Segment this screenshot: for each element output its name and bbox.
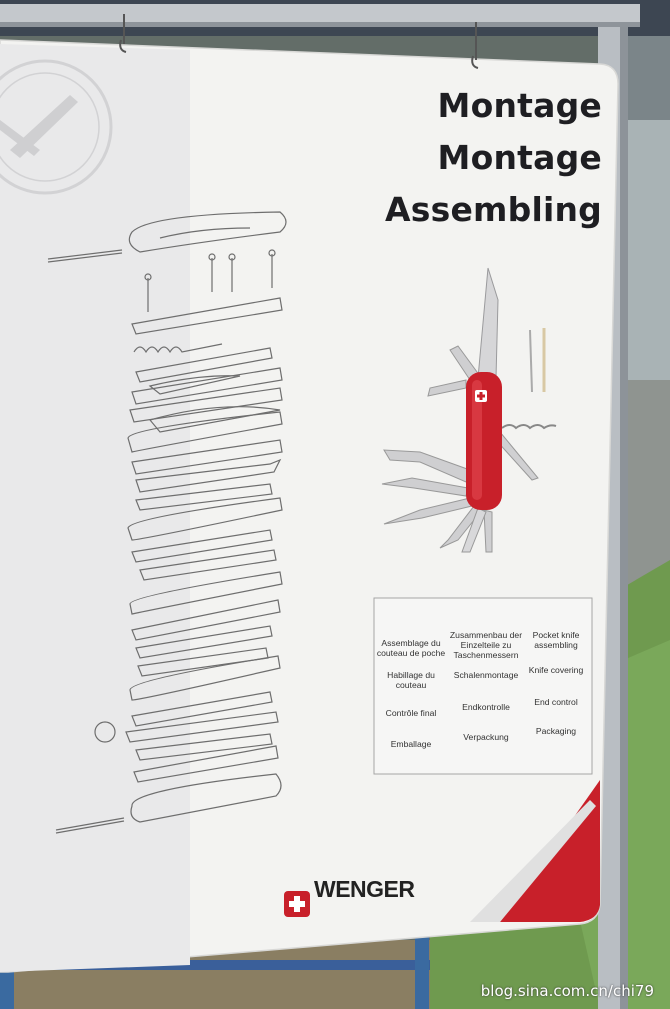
- title-line-en: Assembling: [385, 190, 602, 229]
- table-cell-r1-fr: Assemblage du couteau de poche: [376, 638, 446, 658]
- table-cell-r4-de: Verpackung: [463, 732, 509, 742]
- table-cell-r1-en: Pocket knife assembling: [532, 630, 580, 650]
- title-line-fr: Montage: [437, 86, 602, 125]
- wenger-logo-text: WENGER: [314, 876, 415, 902]
- table-cell-r2-en: Knife covering: [528, 665, 584, 675]
- table-cell-r3-en: End control: [534, 697, 578, 707]
- table-cell-r1-de: Zusammenbau der Einzelteile zu Taschenme…: [449, 630, 523, 660]
- table-cell-r2-fr: Habillage du couteau: [387, 670, 435, 690]
- knife-illustration: [381, 267, 557, 553]
- table-cell-r3-fr: Contrôle final: [385, 708, 437, 718]
- photo-watermark: blog.sina.com.cn/chi79: [480, 982, 654, 1000]
- table-cell-r4-fr: Emballage: [390, 739, 432, 749]
- table-cell-r4-en: Packaging: [535, 726, 577, 736]
- table-cell-r2-de: Schalenmontage: [453, 670, 519, 680]
- title-line-de: Montage: [437, 138, 602, 177]
- table-cell-r3-de: Endkontrolle: [462, 702, 510, 712]
